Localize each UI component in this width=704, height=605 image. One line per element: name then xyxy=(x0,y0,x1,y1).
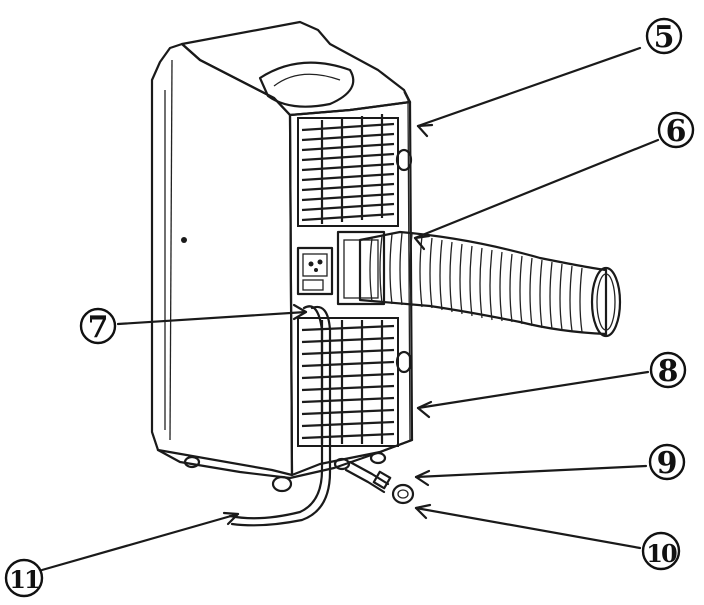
callout-label-10: 10 xyxy=(646,539,677,568)
side-knobs xyxy=(395,148,413,374)
upper-grille xyxy=(297,114,399,227)
hose-end-opening xyxy=(590,266,622,338)
callout-11: 11 xyxy=(4,558,44,598)
callout-10: 10 xyxy=(641,531,681,571)
ac-unit-body xyxy=(150,20,414,477)
callout-6: 6 xyxy=(657,111,695,149)
callout-9: 9 xyxy=(648,443,686,481)
top-cover xyxy=(180,20,412,117)
callout-label-8: 8 xyxy=(658,354,679,389)
exhaust-hose xyxy=(358,230,622,338)
callout-5: 5 xyxy=(645,17,683,55)
leader-lines xyxy=(40,46,660,572)
back-panel xyxy=(288,100,414,477)
power-socket xyxy=(296,246,334,296)
drain-outlet xyxy=(344,460,392,494)
top-handle xyxy=(258,61,355,108)
callout-label-7: 7 xyxy=(88,310,109,345)
callout-8: 8 xyxy=(649,351,687,389)
base-wheels xyxy=(156,438,414,493)
side-screw xyxy=(181,237,187,243)
side-panel xyxy=(150,42,294,477)
callout-label-6: 6 xyxy=(666,114,687,149)
lower-grille xyxy=(297,317,399,447)
callout-label-9: 9 xyxy=(657,446,678,481)
callout-7: 7 xyxy=(79,307,117,345)
drain-pipe xyxy=(228,305,332,527)
callout-label-11: 11 xyxy=(9,565,39,594)
callout-label-5: 5 xyxy=(654,20,675,55)
drain-cap xyxy=(391,483,415,505)
